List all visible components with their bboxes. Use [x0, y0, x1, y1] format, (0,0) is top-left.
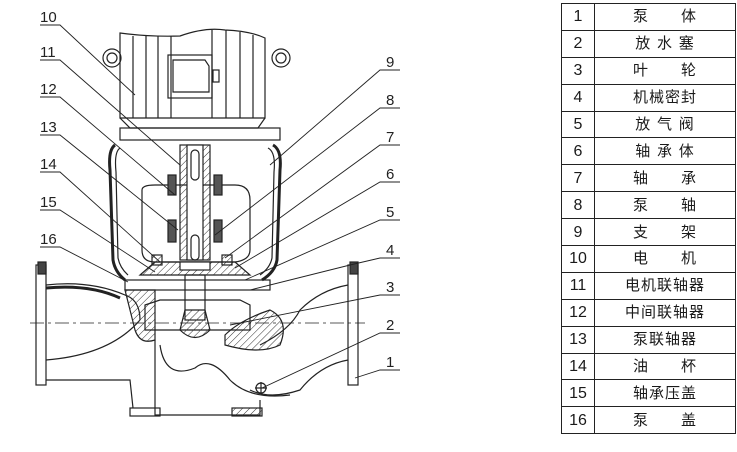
- pump-sectional-drawing: 10 11 12 13 14 15 16 9 8 7 6 5 4 3 2 1: [30, 9, 400, 417]
- callout-14: 14: [40, 156, 57, 173]
- part-number: 11: [561, 271, 595, 300]
- part-number: 15: [561, 379, 595, 408]
- callout-12: 12: [40, 81, 57, 98]
- part-name: 电 机: [594, 245, 736, 273]
- part-number: 9: [561, 218, 595, 247]
- part-number: 5: [561, 110, 595, 139]
- part-number: 6: [561, 137, 595, 166]
- callout-5: 5: [386, 204, 394, 221]
- part-name: 泵 盖: [594, 406, 736, 435]
- callout-labels-left: 10 11 12 13 14 15 16: [40, 9, 57, 248]
- callout-9: 9: [386, 54, 394, 71]
- callout-6: 6: [386, 166, 394, 183]
- part-name: 放 水 塞: [594, 29, 736, 58]
- part-number: 13: [561, 325, 595, 354]
- part-name: 放 气 阀: [594, 110, 736, 139]
- callout-4: 4: [386, 242, 394, 259]
- part-name: 轴 承 体: [594, 137, 736, 166]
- part-name: 机械密封: [594, 83, 736, 112]
- callout-13: 13: [40, 119, 57, 136]
- callout-7: 7: [386, 129, 394, 146]
- support-frame: [108, 143, 282, 282]
- part-name: 轴承压盖: [594, 379, 736, 408]
- part-name: 支 架: [594, 218, 736, 247]
- part-number: 12: [561, 298, 595, 327]
- part-number: 2: [561, 29, 595, 58]
- part-name: 叶 轮: [594, 56, 736, 85]
- part-name: 泵 体: [594, 3, 736, 31]
- part-number: 16: [561, 406, 595, 435]
- part-name: 泵 轴: [594, 191, 736, 220]
- part-name: 泵联轴器: [594, 325, 736, 354]
- part-number: 4: [561, 83, 595, 112]
- leader-lines-right: [214, 69, 400, 389]
- part-number: 1: [561, 3, 595, 31]
- part-name: 轴 承: [594, 164, 736, 193]
- callout-labels-right: 9 8 7 6 5 4 3 2 1: [386, 54, 394, 371]
- part-name: 中间联轴器: [594, 298, 736, 327]
- motor: [102, 28, 291, 141]
- leader-lines-left: [40, 24, 181, 283]
- callout-15: 15: [40, 194, 57, 211]
- callout-16: 16: [40, 231, 57, 248]
- pump-casing: [35, 261, 359, 417]
- part-number: 10: [561, 245, 595, 273]
- callout-11: 11: [40, 44, 56, 61]
- callout-2: 2: [386, 317, 394, 334]
- callout-3: 3: [386, 279, 394, 296]
- part-number: 3: [561, 56, 595, 85]
- callout-10: 10: [40, 9, 57, 26]
- part-number: 7: [561, 164, 595, 193]
- part-number: 14: [561, 352, 595, 381]
- part-name: 油 杯: [594, 352, 736, 381]
- part-name: 电机联轴器: [594, 271, 736, 300]
- callout-1: 1: [386, 354, 394, 371]
- part-number: 8: [561, 191, 595, 220]
- callout-8: 8: [386, 92, 394, 109]
- shaft: [167, 144, 223, 261]
